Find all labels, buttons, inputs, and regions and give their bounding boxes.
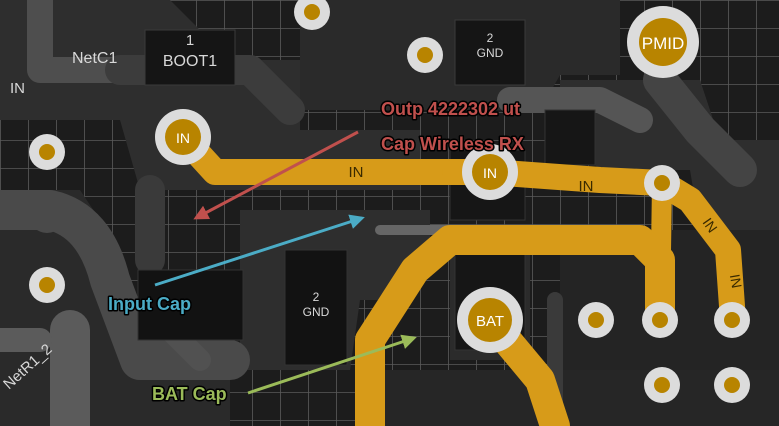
net-label-in-left: IN bbox=[10, 80, 25, 97]
trace-label-in-1: IN bbox=[349, 164, 364, 181]
trace-label-in-2: IN bbox=[579, 178, 594, 195]
pad-label-pmid: PMID bbox=[642, 34, 685, 53]
net-label-boot1: BOOT1 bbox=[163, 53, 217, 70]
vias bbox=[29, 0, 750, 403]
net-label-gnd-top-num: 2 bbox=[487, 31, 494, 45]
output-cap-label-line2: Cap Wireless RX bbox=[381, 134, 524, 154]
net-label-netc1: NetC1 bbox=[72, 50, 117, 67]
pad-pmid: PMID bbox=[627, 6, 699, 78]
bat-cap-label: BAT Cap bbox=[152, 384, 227, 404]
net-label-boot-num: 1 bbox=[186, 32, 194, 49]
pad-label-bat: BAT bbox=[476, 313, 504, 330]
annotation-labels: Outp 4222302 ut Cap Wireless RX Input Ca… bbox=[107, 98, 526, 406]
arrow-output-cap bbox=[193, 130, 359, 220]
input-cap-label: Input Cap bbox=[108, 294, 191, 314]
pad-in-left: IN bbox=[155, 109, 211, 165]
annotation-arrows bbox=[154, 130, 417, 395]
pad-bat: BAT bbox=[457, 287, 523, 353]
net-label-gnd-mid: GND bbox=[303, 305, 330, 319]
output-cap-label-line1: Outp 4222302 ut bbox=[381, 99, 520, 119]
arrow-input-cap bbox=[154, 214, 365, 287]
pad-in-center: IN bbox=[462, 144, 518, 200]
net-label-gnd-mid-num: 2 bbox=[313, 290, 320, 304]
arrow-bat-cap bbox=[247, 334, 417, 395]
pad-label-in-left: IN bbox=[176, 130, 190, 146]
trace-label-in-4: IN bbox=[727, 273, 745, 290]
gray-traces bbox=[0, 0, 757, 426]
net-label-gnd-top: GND bbox=[477, 46, 504, 60]
pad-label-in-center: IN bbox=[483, 165, 497, 181]
